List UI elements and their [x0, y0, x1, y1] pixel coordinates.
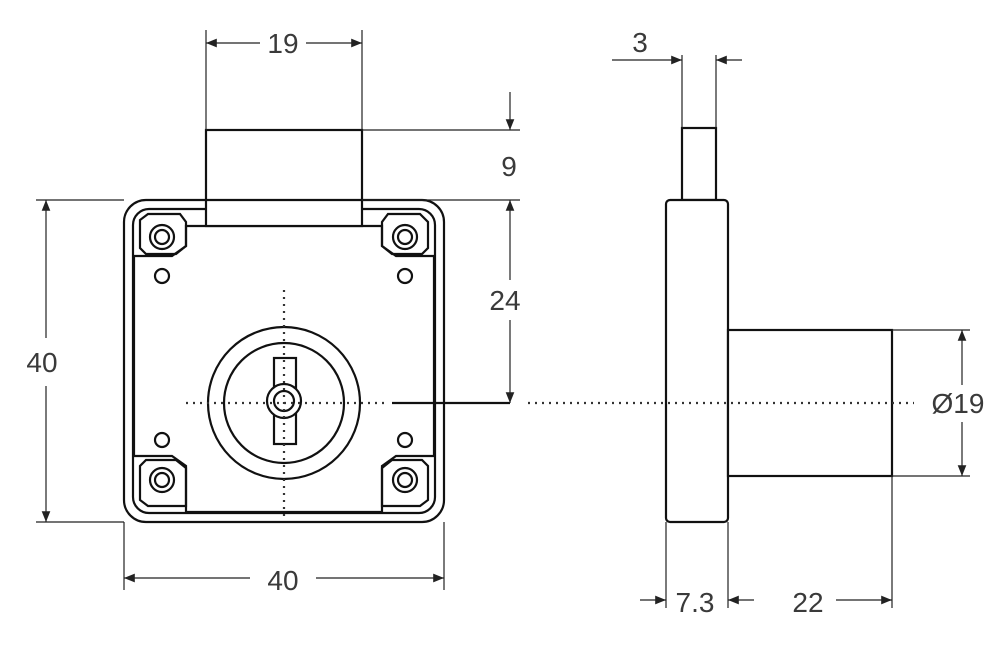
dim-body-width: 40 [267, 565, 298, 596]
dim-cylinder-diameter: Ø19 [932, 388, 985, 419]
dim-front-cylinder-width: 19 [267, 28, 298, 59]
mount-hole-top-left [148, 223, 176, 251]
dim-plate-thickness: 7.3 [676, 587, 715, 618]
cylinder-top-projection [204, 128, 364, 228]
dim-bolt-thickness: 3 [632, 27, 648, 58]
side-view [392, 126, 914, 524]
screw-hole-1 [153, 267, 171, 285]
screw-hole-4 [396, 431, 414, 449]
front-view [122, 128, 446, 524]
mounting-plate [664, 198, 730, 524]
dim-cylinder-center-height: 24 [489, 285, 520, 316]
bolt [680, 126, 718, 202]
dim-cylinder-projection: 9 [501, 151, 517, 182]
screw-hole-2 [396, 267, 414, 285]
mount-hole-bottom-left [148, 466, 176, 494]
dim-cylinder-length: 22 [792, 587, 823, 618]
screw-hole-3 [153, 431, 171, 449]
dim-body-height: 40 [26, 347, 57, 378]
mount-hole-top-right [391, 223, 419, 251]
key-cylinder-inner [222, 341, 346, 465]
dimensions: 19 9 24 40 40 3 Ø19 [26, 27, 984, 618]
mount-hole-bottom-right [391, 466, 419, 494]
